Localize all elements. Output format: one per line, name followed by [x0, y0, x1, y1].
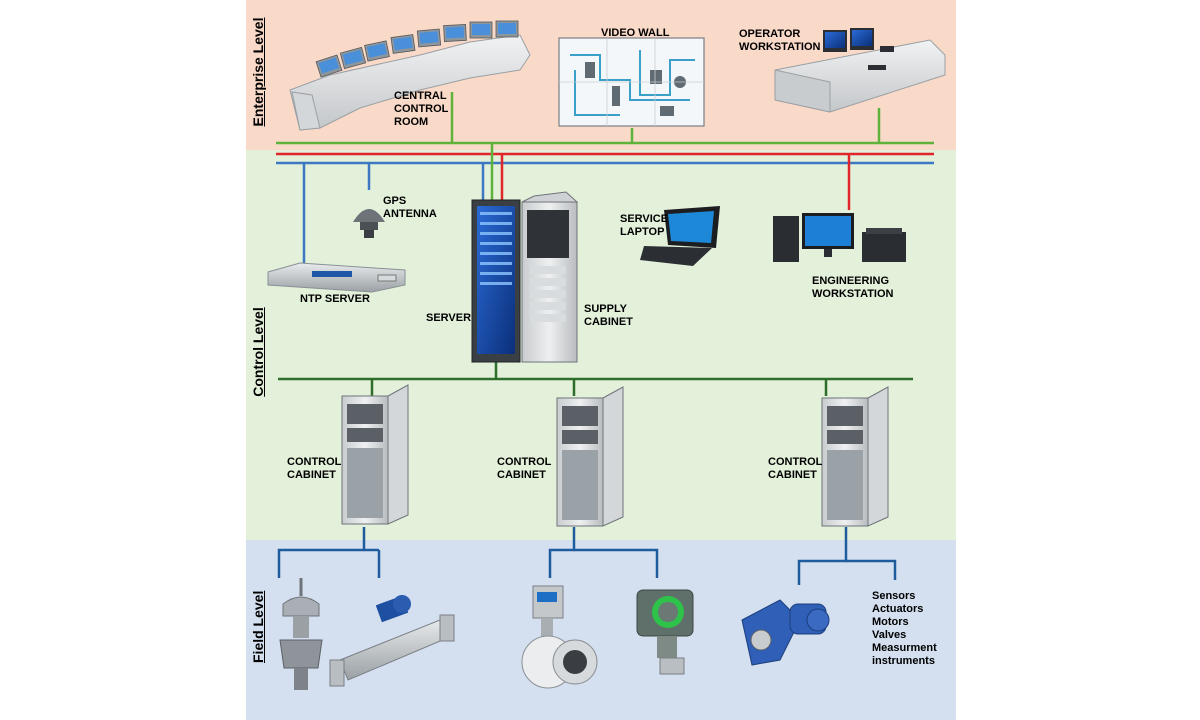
field-bus-1: [277, 527, 366, 578]
supply-cabinet-graphic: [521, 191, 579, 363]
control-valve-graphic: [279, 578, 323, 690]
gear-motor-graphic: [741, 599, 830, 666]
control-cabinet-3-label: CONTROL CABINET: [768, 456, 823, 481]
supply-cabinet-label: SUPPLY CABINET: [584, 303, 633, 328]
video-wall-graphic: [558, 37, 705, 127]
operator-workstation-graphic: [774, 28, 946, 113]
pressure-transmitter-graphic: [636, 589, 694, 675]
ntp-server-label: NTP SERVER: [300, 293, 370, 305]
control-cabinet-2-graphic: [556, 386, 624, 527]
field-level-band: [246, 540, 956, 720]
control-cabinet-1-label: CONTROL CABINET: [287, 456, 342, 481]
control-level-label: Control Level: [250, 307, 266, 397]
central-control-room-graphic: [289, 20, 531, 131]
field-level-label: Field Level: [250, 590, 266, 663]
engineering-workstation-label: ENGINEERING WORKSTATION: [812, 275, 894, 300]
video-wall-label: VIDEO WALL: [601, 27, 670, 39]
service-laptop-label: SERVICE LAPTOP: [620, 213, 669, 238]
field-bus-2: [548, 527, 576, 578]
ntp-server-graphic: [267, 262, 406, 293]
control-cabinet-2-label: CONTROL CABINET: [497, 456, 552, 481]
field-bus-2-right: [574, 548, 659, 578]
central-control-room-label: CENTRAL CONTROL ROOM: [394, 90, 449, 128]
operator-workstation-label: OPERATOR WORKSTATION: [739, 28, 821, 53]
network-buses: [276, 92, 934, 585]
flowmeter-graphic: [329, 595, 455, 687]
gps-antenna-graphic: [353, 209, 385, 238]
field-devices-label: Sensors Actuators Motors Valves Measurme…: [872, 590, 937, 667]
service-laptop-graphic: [640, 206, 720, 266]
control-cabinet-1-graphic: [341, 384, 409, 525]
enterprise-level-label: Enterprise Level: [250, 17, 266, 127]
field-bus-3-right: [846, 559, 897, 580]
server-cabinet-graphic: [471, 199, 521, 363]
magnetic-flowmeter-graphic: [521, 585, 598, 689]
gps-antenna-label: GPS ANTENNA: [383, 195, 437, 220]
server-label: SERVER: [426, 312, 472, 324]
field-bus-3: [797, 527, 848, 585]
engineering-workstation-graphic: [773, 213, 906, 262]
control-cabinet-3-graphic: [821, 386, 889, 527]
